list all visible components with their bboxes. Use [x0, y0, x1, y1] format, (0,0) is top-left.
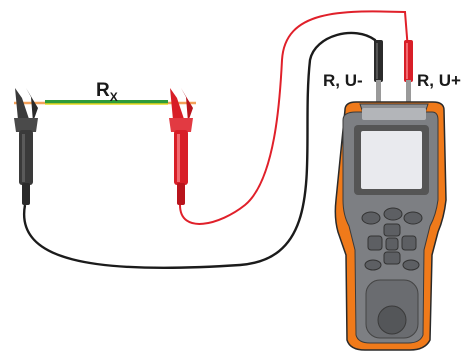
meter-button — [401, 235, 417, 251]
alligator-clip-red-icon[interactable] — [169, 88, 193, 205]
meter-button — [402, 259, 420, 271]
resistor-label-subscript: X — [110, 90, 118, 104]
meter-keypad[interactable] — [361, 207, 423, 271]
meter-button — [383, 207, 403, 221]
meter-button — [403, 211, 423, 225]
meter-button — [364, 259, 382, 271]
red-banana-plug[interactable] — [404, 40, 413, 112]
meter-button — [367, 235, 383, 251]
terminal-label-negative: R, U- — [323, 71, 363, 90]
meter-speaker — [377, 305, 407, 335]
alligator-clip-black-icon[interactable] — [14, 88, 38, 205]
black-banana-plug[interactable] — [374, 40, 383, 112]
meter-display — [361, 131, 422, 189]
meter-button — [385, 237, 399, 251]
red-test-lead — [179, 10, 409, 225]
handheld-meter-icon[interactable] — [334, 101, 447, 351]
resistor-under-test — [14, 100, 196, 105]
terminal-label-positive: R, U+ — [417, 71, 461, 90]
meter-button — [361, 211, 381, 225]
black-test-lead — [22, 31, 380, 270]
meter-button — [383, 223, 401, 237]
resistor-label: RX — [96, 80, 118, 104]
resistor-label-main: R — [96, 80, 110, 101]
meter-button — [383, 251, 401, 265]
